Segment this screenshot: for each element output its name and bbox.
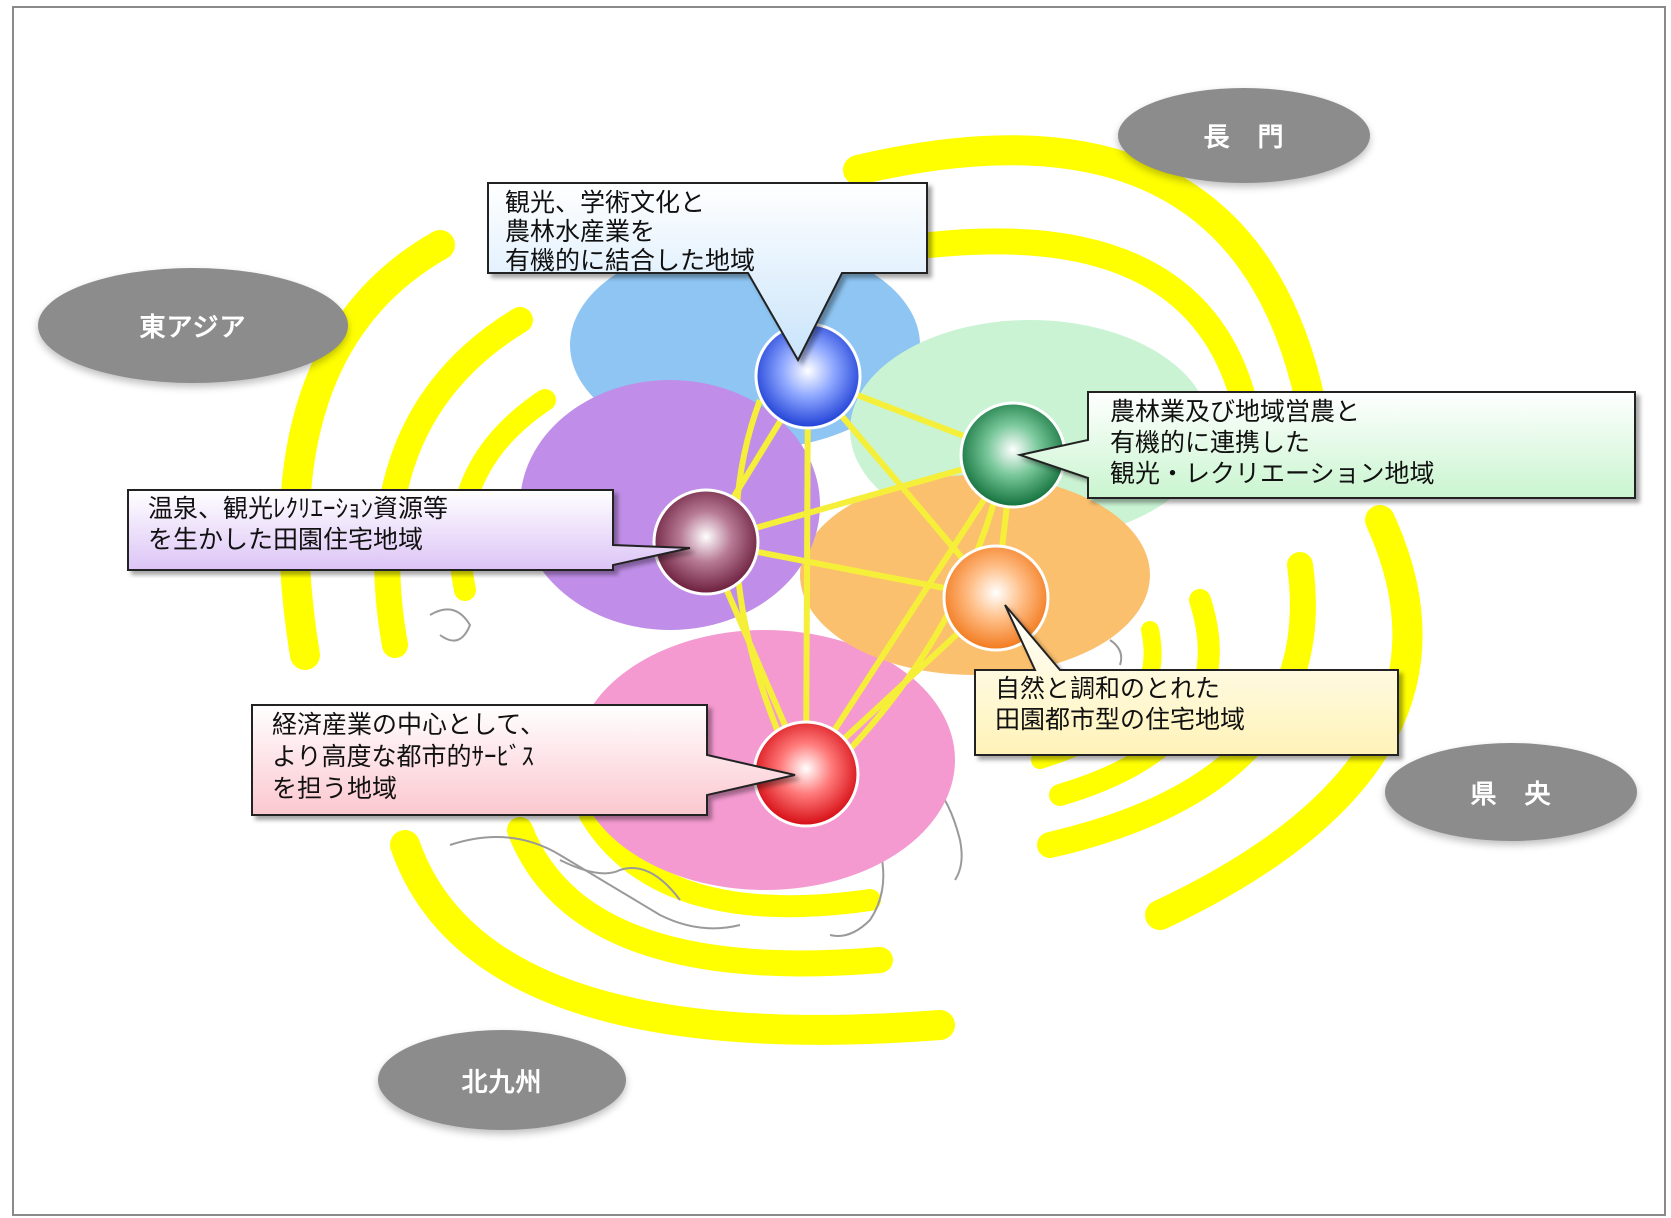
callout-purple-line: 温泉、観光ﾚｸﾘｴｰｼｮﾝ資源等 (148, 494, 448, 523)
region-kitakyushu: 北九州 (378, 1030, 626, 1130)
callout-purple-line: を生かした田園住宅地域 (148, 525, 423, 554)
ring-arc (390, 830, 955, 1045)
callout-green-text: 農林業及び地域営農と 有機的に連携した 観光・レクリエーション地域 (1110, 397, 1435, 488)
callout-purple-box (127, 489, 691, 571)
callout-purple-text: 温泉、観光ﾚｸﾘｴｰｼｮﾝ資源等 を生かした田園住宅地域 (148, 494, 456, 554)
callout-red-line: より高度な都市的ｻｰﾋﾞｽ (272, 742, 534, 771)
link-line (803, 375, 811, 775)
region-nagato-label: 長 門 (1203, 123, 1285, 153)
region-kenou-label: 県 央 (1470, 779, 1552, 810)
callout-blue-text: 観光、学術文化と 農林水産業を 有機的に結合した地域 (505, 188, 755, 275)
ring-arc (507, 817, 893, 977)
nodes (652, 322, 1067, 828)
node-purple (652, 488, 760, 596)
callout-red-line: を担う地域 (272, 774, 397, 803)
callout-green-line: 観光・レクリエーション地域 (1110, 459, 1435, 488)
region-kitakyushu-label: 北九州 (461, 1067, 543, 1098)
callout-blue-line: 有機的に結合した地域 (505, 246, 755, 275)
ring-arc (843, 135, 1325, 415)
callout-orange-text: 自然と調和のとれた 田園都市型の住宅地域 (995, 674, 1245, 734)
ring-arc (279, 230, 455, 670)
callout-red-box (251, 704, 796, 816)
link-curve (827, 479, 1003, 773)
region-east-asia-label: 東アジア (139, 313, 247, 343)
callout-blue-line: 農林水産業を (505, 217, 655, 246)
ring-arc (579, 804, 881, 918)
callout-orange-line: 田園都市型の住宅地域 (995, 705, 1245, 734)
callout-blue-box (487, 182, 928, 363)
callout-orange-line: 自然と調和のとれた (995, 674, 1220, 703)
ring-arc (917, 228, 1263, 443)
callout-green-line: 有機的に連携した (1110, 428, 1310, 457)
region-kenou: 県 央 (1385, 743, 1637, 841)
callouts: 観光、学術文化と 農林水産業を 有機的に結合した地域 農林業及び地域営農と 有機… (127, 182, 1636, 816)
region-nagato: 長 門 (1118, 88, 1370, 183)
node-orange (942, 544, 1050, 652)
callout-green-box (1016, 391, 1636, 499)
callout-red-text: 経済産業の中心として、 より高度な都市的ｻｰﾋﾞｽ を担う地域 (272, 710, 553, 803)
callout-blue-line: 観光、学術文化と (505, 188, 705, 217)
callout-green-line: 農林業及び地域営農と (1110, 397, 1360, 426)
link-line (803, 453, 1016, 776)
ring-arc (374, 307, 533, 658)
callout-red-line: 経済産業の中心として、 (272, 710, 545, 739)
callout-orange-box (974, 604, 1399, 756)
region-east-asia: 東アジア (38, 268, 348, 383)
